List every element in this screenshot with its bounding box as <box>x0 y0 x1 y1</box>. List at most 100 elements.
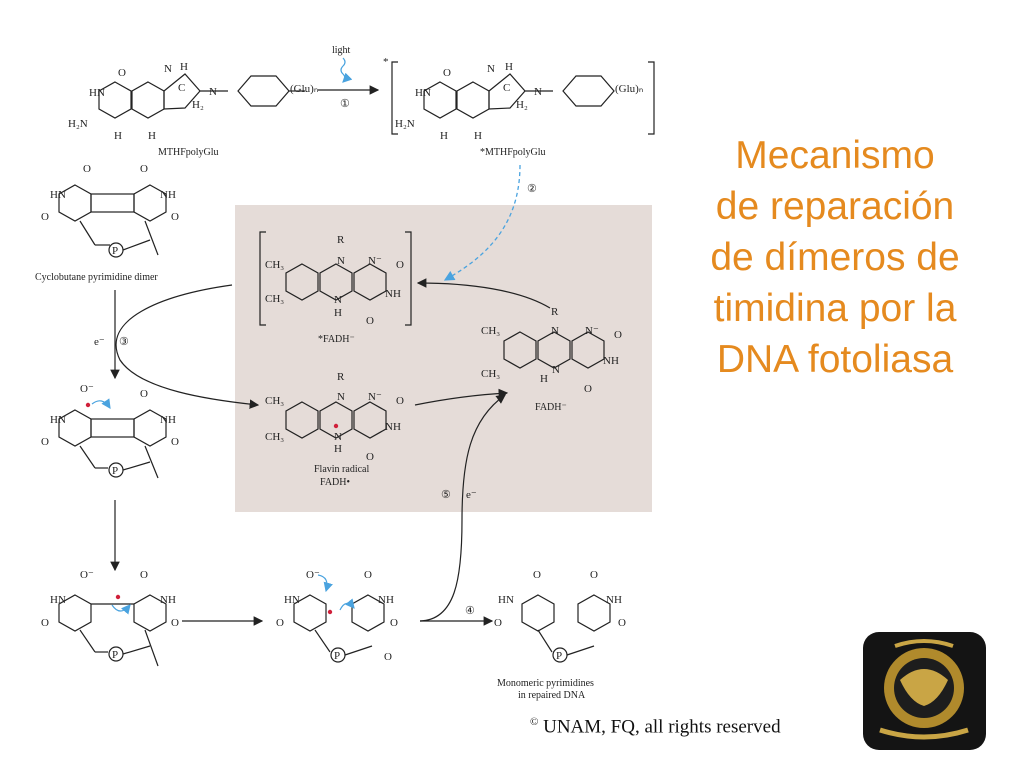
svg-text:O: O <box>494 617 502 629</box>
svg-text:C: C <box>503 82 510 94</box>
copyright-notice: © UNAM, FQ, all rights reserved <box>530 716 781 738</box>
svg-text:O: O <box>533 569 541 581</box>
svg-text:P: P <box>112 245 118 257</box>
svg-text:(Glu)ₙ: (Glu)ₙ <box>290 83 318 95</box>
svg-text:H₂: H₂ <box>192 99 204 111</box>
svg-text:O: O <box>396 395 404 407</box>
svg-text:O: O <box>41 617 49 629</box>
svg-text:NH: NH <box>606 594 622 606</box>
svg-text:O: O <box>618 617 626 629</box>
svg-text:HN: HN <box>89 87 105 99</box>
svg-text:O: O <box>41 436 49 448</box>
svg-text:CH₃: CH₃ <box>481 368 500 380</box>
svg-text:NH: NH <box>160 189 176 201</box>
light-wave <box>340 57 353 83</box>
svg-text:HN: HN <box>284 594 300 606</box>
mthf-excited-molecule: * O HN H₂N H H N H C N H₂ (Glu)ₙ <box>383 56 655 142</box>
step2-label: ② <box>527 183 537 195</box>
fadh-radical-label: FADH• <box>320 477 350 488</box>
svg-text:*: * <box>383 56 389 68</box>
svg-text:O: O <box>590 569 598 581</box>
svg-text:H: H <box>540 373 548 385</box>
svg-text:HN: HN <box>50 189 66 201</box>
svg-text:O: O <box>118 67 126 79</box>
fadh-excited-label: *FADH⁻ <box>318 334 355 345</box>
svg-text:H: H <box>114 130 122 142</box>
flavin-radical-label: Flavin radical <box>314 464 369 475</box>
fadh-regeneration-arrow <box>416 278 551 309</box>
svg-text:CH₃: CH₃ <box>265 431 284 443</box>
svg-text:O: O <box>366 315 374 327</box>
svg-text:HN: HN <box>498 594 514 606</box>
svg-text:N: N <box>334 294 342 306</box>
svg-text:(Glu)ₙ: (Glu)ₙ <box>615 83 643 95</box>
step3-label: ③ <box>119 336 129 348</box>
svg-text:O: O <box>276 617 284 629</box>
svg-text:N: N <box>337 391 345 403</box>
svg-text:H: H <box>440 130 448 142</box>
svg-text:HN: HN <box>415 87 431 99</box>
electron-label-5: e⁻ <box>466 489 477 501</box>
step5-label: ⑤ <box>441 489 451 501</box>
svg-text:H₂N: H₂N <box>395 118 415 130</box>
light-label: light <box>332 45 351 56</box>
svg-text:N: N <box>164 63 172 75</box>
mthf-label: MTHFpolyGlu <box>158 147 219 158</box>
svg-text:P: P <box>112 465 118 477</box>
svg-text:N⁻: N⁻ <box>368 391 382 403</box>
svg-text:N: N <box>209 86 217 98</box>
svg-text:P: P <box>112 649 118 661</box>
svg-text:O: O <box>171 617 179 629</box>
svg-text:H: H <box>474 130 482 142</box>
svg-text:H₂N: H₂N <box>68 118 88 130</box>
step4-label: ④ <box>465 605 475 617</box>
svg-text:N: N <box>552 364 560 376</box>
svg-text:H₂: H₂ <box>516 99 528 111</box>
mthf-molecule: O HN H₂N H H N H C N H₂ (Glu)ₙ <box>68 61 318 142</box>
svg-text:H: H <box>148 130 156 142</box>
radical-to-fadh-arrow <box>414 388 509 406</box>
svg-text:O: O <box>390 617 398 629</box>
monomeric-label: Monomeric pyrimidines <box>497 678 594 689</box>
svg-text:R: R <box>337 234 345 246</box>
svg-text:H: H <box>334 443 342 455</box>
svg-text:CH₃: CH₃ <box>265 259 284 271</box>
step2-arrow <box>443 164 521 281</box>
svg-text:O: O <box>443 67 451 79</box>
electron-label-3: e⁻ <box>94 336 105 348</box>
dimer-label: Cyclobutane pyrimidine dimer <box>35 272 158 283</box>
svg-text:O: O <box>364 569 372 581</box>
slide-title: Mecanismo de reparación de dímeros de ti… <box>710 134 960 381</box>
svg-text:N: N <box>551 325 559 337</box>
svg-text:O⁻: O⁻ <box>80 569 94 581</box>
svg-text:HN: HN <box>50 594 66 606</box>
mthf-excited-label: *MTHFpolyGlu <box>480 147 546 158</box>
svg-text:N⁻: N⁻ <box>368 255 382 267</box>
svg-text:O: O <box>83 163 91 175</box>
fadh-excited-molecule: R N N⁻ O NH CH₃ CH₃ N H O <box>259 231 412 327</box>
step1-label: ① <box>340 98 350 110</box>
svg-text:O: O <box>140 163 148 175</box>
svg-text:N⁻: N⁻ <box>585 325 599 337</box>
svg-text:P: P <box>556 650 562 662</box>
cyclobutane-dimer: O O HN NH O O P <box>41 163 179 258</box>
svg-text:O: O <box>41 211 49 223</box>
step5-arrow <box>419 394 506 622</box>
svg-text:CH₃: CH₃ <box>265 395 284 407</box>
flavin-radical-molecule: R N N⁻ O NH CH₃ CH₃ N H O <box>265 371 404 463</box>
fadh-molecule: R N N⁻ O NH CH₃ CH₃ N H O <box>481 306 622 395</box>
monomeric-pyrimidines: O O HN NH O O P <box>494 569 626 663</box>
copyright-text: UNAM, FQ, all rights reserved <box>538 716 781 738</box>
svg-text:NH: NH <box>603 355 619 367</box>
svg-text:O: O <box>171 211 179 223</box>
svg-text:H: H <box>334 307 342 319</box>
svg-text:CH₃: CH₃ <box>265 293 284 305</box>
svg-text:H: H <box>180 61 188 73</box>
svg-text:O: O <box>614 329 622 341</box>
svg-text:O: O <box>171 436 179 448</box>
svg-text:R: R <box>337 371 345 383</box>
copyright-symbol: © <box>530 716 539 728</box>
